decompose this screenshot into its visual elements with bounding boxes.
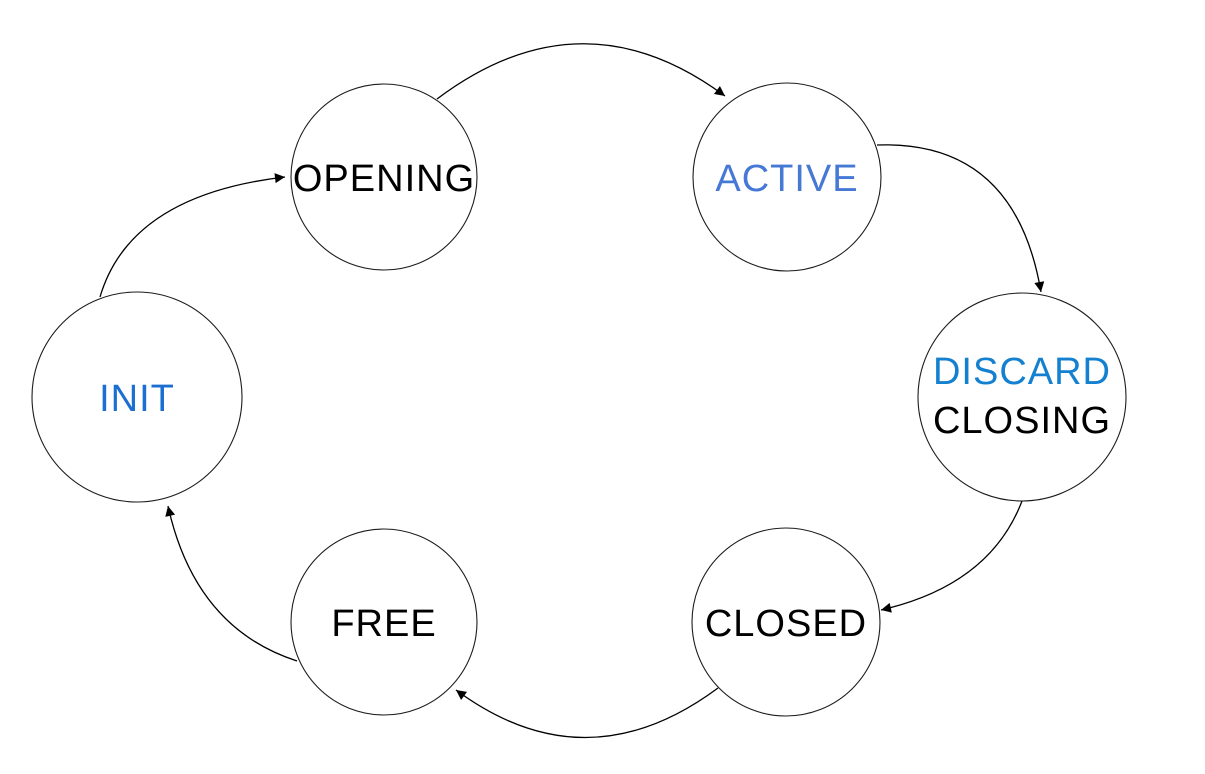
- state-label-free: FREE: [331, 603, 436, 645]
- edge-active-to-discard-closing: [876, 144, 1045, 293]
- node-labels: INIT OPENING ACTIVE DISCARD CLOSING CLOS…: [99, 158, 1111, 645]
- state-node-active: [692, 82, 882, 272]
- state-label-init: INIT: [99, 378, 175, 420]
- edge-free-to-init: [165, 505, 298, 662]
- state-node-discard-closing: [917, 292, 1127, 502]
- state-node-closed: [691, 527, 881, 717]
- state-label-active: ACTIVE: [715, 158, 858, 200]
- edge-closed-to-free: [455, 687, 719, 739]
- state-label-opening: OPENING: [293, 158, 475, 200]
- nodes: [31, 82, 1127, 717]
- state-label-closing: CLOSING: [933, 400, 1111, 442]
- state-node-free: [290, 528, 478, 716]
- edge-discard-closing-to-closed: [880, 500, 1023, 613]
- state-label-discard: DISCARD: [933, 351, 1111, 393]
- state-label-closed: CLOSED: [705, 603, 867, 645]
- state-node-init: [31, 291, 243, 503]
- edge-opening-to-active: [436, 43, 726, 100]
- edge-init-to-opening: [99, 173, 286, 298]
- edges: [99, 43, 1045, 739]
- state-node-opening: [290, 83, 478, 271]
